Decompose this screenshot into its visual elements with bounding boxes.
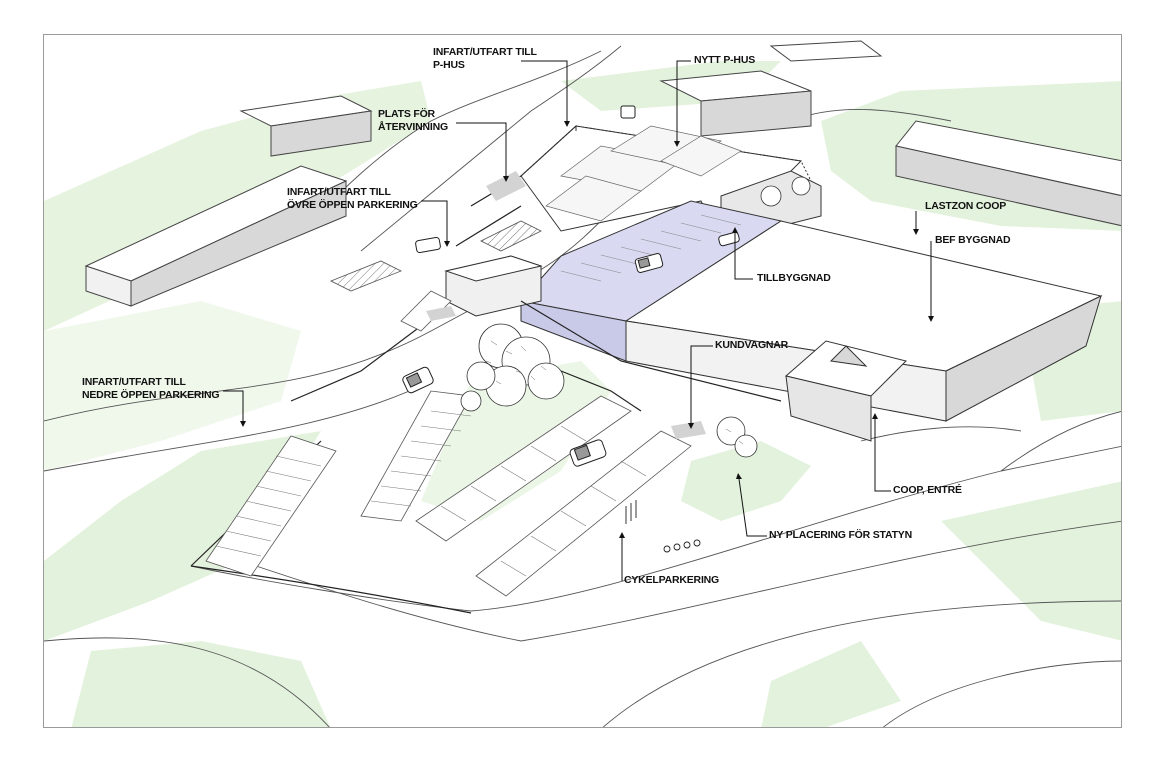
label-plats-atervinning-line2: ÅTERVINNING bbox=[378, 121, 448, 133]
green-area-bottom bbox=[71, 641, 331, 727]
existing-coop-building bbox=[624, 220, 1103, 442]
label-infart-ovre: INFART/UTFART TILL ÖVRE ÖPPEN PARKERING bbox=[287, 186, 418, 212]
label-kundvagnar-text: KUNDVAGNAR bbox=[715, 339, 789, 351]
entrance-booth bbox=[444, 255, 543, 317]
green-area-small-right bbox=[761, 641, 901, 727]
trolley-pad bbox=[671, 421, 706, 439]
label-kundvagnar: KUNDVAGNAR bbox=[715, 339, 788, 352]
label-nytt-p-hus: NYTT P-HUS bbox=[694, 54, 755, 67]
label-infart-ovre-line1: INFART/UTFART TILL bbox=[287, 186, 391, 198]
label-infart-nedre: INFART/UTFART TILL NEDRE ÖPPEN PARKERING bbox=[82, 376, 220, 402]
label-infart-p-hus-line2: P-HUS bbox=[433, 59, 465, 71]
leader-tillbyggnad bbox=[734, 233, 753, 280]
site-plan-frame bbox=[43, 34, 1122, 728]
parking-bottom-row bbox=[475, 430, 692, 597]
label-bef-byggnad-text: BEF BYGGNAD bbox=[935, 234, 1011, 246]
label-cykelparkering-text: CYKELPARKERING bbox=[624, 574, 720, 586]
tree-texture bbox=[485, 340, 744, 445]
green-area-statue bbox=[681, 441, 811, 521]
label-tillbyggnad-text: TILLBYGGNAD bbox=[757, 272, 831, 284]
building-top-small bbox=[769, 40, 883, 62]
annotation-leaders bbox=[223, 60, 932, 581]
site-plan-drawing bbox=[44, 40, 1121, 727]
label-lastzon-coop-text: LASTZON COOP bbox=[925, 200, 1007, 212]
lower-pad bbox=[426, 306, 456, 321]
label-infart-nedre-line2: NEDRE ÖPPEN PARKERING bbox=[82, 389, 220, 401]
green-area-right-bottom bbox=[941, 481, 1121, 641]
parking-center-row bbox=[415, 395, 632, 542]
label-bef-byggnad: BEF BYGGNAD bbox=[935, 234, 1011, 247]
recycling-pad bbox=[486, 171, 526, 201]
leader-infart-nedre bbox=[223, 390, 244, 421]
label-cykelparkering: CYKELPARKERING bbox=[624, 574, 719, 587]
label-plats-atervinning-line1: PLATS FÖR bbox=[378, 108, 435, 120]
leader-kundvagnar bbox=[690, 345, 713, 423]
parking-lots bbox=[205, 220, 692, 597]
green-area-bottom-left bbox=[44, 431, 321, 641]
label-coop-entre-text: COOP, ENTRÉ bbox=[893, 484, 962, 496]
label-nytt-p-hus-text: NYTT P-HUS bbox=[694, 54, 756, 66]
parking-lower-left bbox=[205, 435, 337, 577]
car-icon bbox=[402, 105, 740, 467]
annotation-arrowheads bbox=[240, 121, 934, 538]
leader-statyn bbox=[738, 478, 767, 537]
label-statyn-text: NY PLACERING FÖR STATYN bbox=[769, 529, 912, 541]
label-infart-p-hus-line1: INFART/UTFART TILL bbox=[433, 46, 537, 58]
background-buildings bbox=[84, 40, 1121, 307]
label-plats-atervinning: PLATS FÖR ÅTERVINNING bbox=[378, 108, 448, 134]
label-lastzon-coop: LASTZON COOP bbox=[925, 200, 1006, 213]
tree-icon bbox=[460, 176, 811, 458]
label-infart-ovre-line2: ÖVRE ÖPPEN PARKERING bbox=[287, 199, 418, 211]
leader-infart-ovre bbox=[421, 200, 448, 241]
leader-infart-p-hus bbox=[521, 60, 568, 121]
leader-atervinning bbox=[456, 122, 507, 176]
coop-facade-side bbox=[945, 295, 1102, 422]
grey-pads bbox=[426, 171, 706, 439]
label-infart-nedre-line1: INFART/UTFART TILL bbox=[82, 376, 186, 388]
leader-coop-entre bbox=[874, 419, 891, 492]
label-coop-entre: COOP, ENTRÉ bbox=[893, 484, 962, 497]
parking-upper-strip bbox=[330, 260, 402, 292]
leader-nytt-p-hus bbox=[676, 60, 691, 141]
label-infart-p-hus: INFART/UTFART TILL P-HUS bbox=[433, 46, 537, 72]
label-statyn: NY PLACERING FÖR STATYN bbox=[769, 529, 912, 542]
ramp-hatch bbox=[480, 220, 542, 252]
label-tillbyggnad: TILLBYGGNAD bbox=[757, 272, 831, 285]
bicycle-icon bbox=[625, 500, 701, 553]
green-area-left-lower bbox=[44, 301, 301, 471]
